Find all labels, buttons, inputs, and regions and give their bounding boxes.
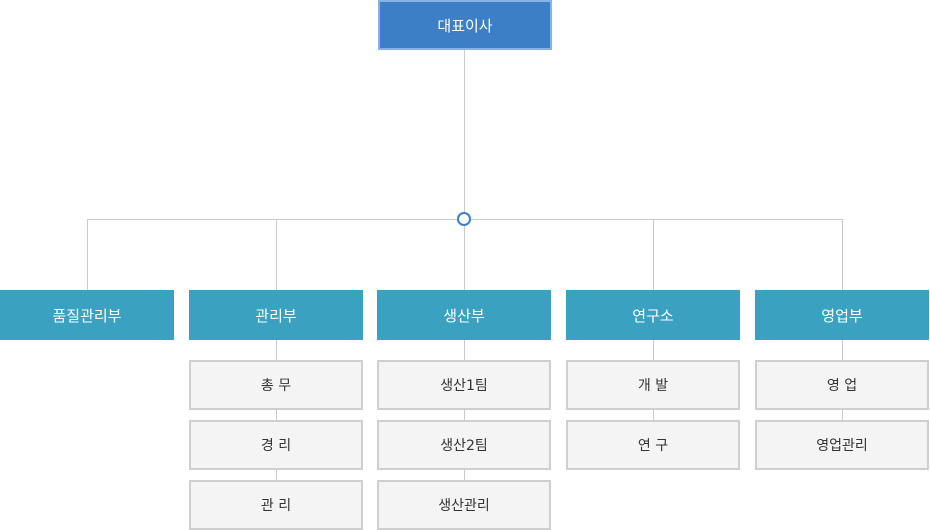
team-label: 개 발 (637, 378, 669, 394)
department-label: 영업부 (821, 306, 863, 325)
department-sales: 영업부 (755, 290, 929, 340)
team-development: 개 발 (566, 360, 740, 410)
department-quality: 품질관리부 (0, 290, 174, 340)
department-management: 관리부 (189, 290, 363, 340)
department-label: 관리부 (255, 306, 297, 325)
team-label: 경 리 (260, 438, 292, 454)
team-label: 영업관리 (816, 438, 868, 454)
department-label: 연구소 (632, 306, 674, 325)
ceo-label: 대표이사 (437, 16, 493, 35)
team-label: 관 리 (260, 498, 292, 514)
team-administration: 관 리 (189, 480, 363, 530)
team-label: 생산1팀 (440, 378, 488, 394)
junction-circle (457, 212, 471, 226)
team-sales: 영 업 (755, 360, 929, 410)
ceo-box: 대표이사 (378, 0, 552, 50)
connector-dept-4 (842, 219, 843, 290)
connector-dept-0 (87, 219, 88, 290)
department-research: 연구소 (566, 290, 740, 340)
team-general-affairs: 총 무 (189, 360, 363, 410)
team-label: 생산관리 (438, 498, 490, 514)
connector-ceo-vertical (464, 50, 465, 290)
connector-teams-dept-2 (464, 340, 465, 480)
team-label: 생산2팀 (440, 438, 488, 454)
team-label: 영 업 (826, 378, 858, 394)
team-production-1: 생산1팀 (377, 360, 551, 410)
team-production-2: 생산2팀 (377, 420, 551, 470)
team-accounting: 경 리 (189, 420, 363, 470)
connector-dept-1 (276, 219, 277, 290)
department-label: 생산부 (443, 306, 485, 325)
connector-dept-3 (653, 219, 654, 290)
department-production: 생산부 (377, 290, 551, 340)
team-production-management: 생산관리 (377, 480, 551, 530)
team-research: 연 구 (566, 420, 740, 470)
team-label: 연 구 (637, 438, 669, 454)
team-label: 총 무 (260, 378, 292, 394)
department-label: 품질관리부 (52, 306, 122, 325)
connector-teams-dept-1 (276, 340, 277, 480)
team-sales-management: 영업관리 (755, 420, 929, 470)
